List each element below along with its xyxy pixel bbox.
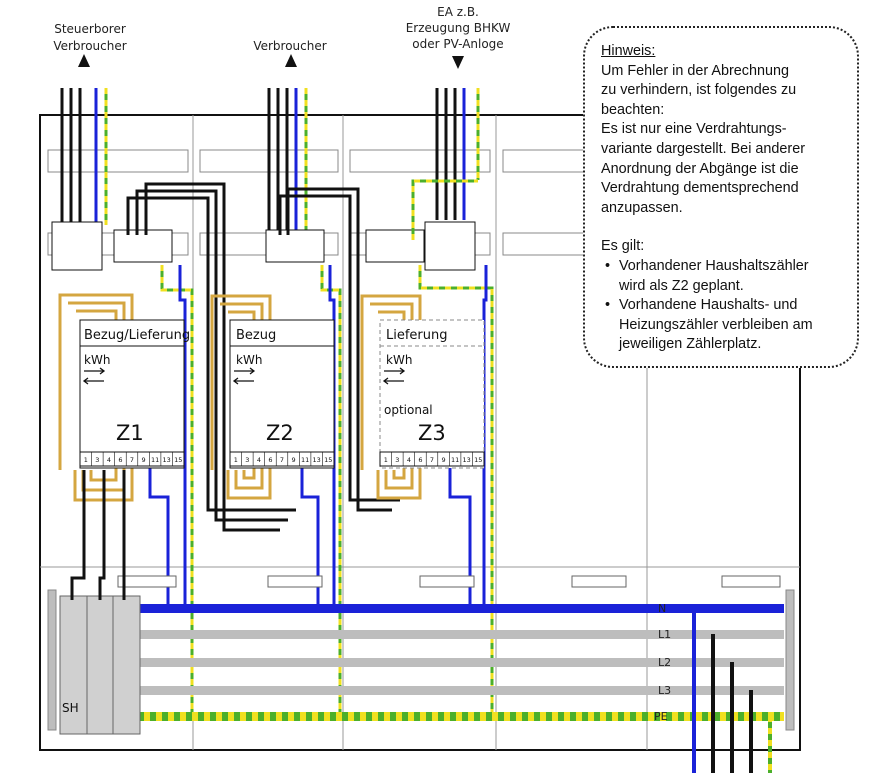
terminal-number: 15 (474, 456, 482, 464)
meter-z1: Bezug/Lieferung kWh Z1 (79, 319, 190, 469)
terminal-number: 6 (418, 456, 422, 464)
black-loop-wires (126, 182, 400, 532)
switch-label: SH (62, 701, 79, 715)
note-bullet-list: Vorhandener Haushaltszähler wird als Z2 … (601, 257, 843, 355)
feed-cables (60, 88, 480, 235)
meter-z2-unit: kWh (236, 353, 262, 367)
terminal-row-z3 (379, 451, 485, 467)
terminal-strips (117, 575, 781, 588)
circuit-breakers (51, 221, 476, 271)
note-paragraph-1: Um Fehler in der Abrechnung zu verhinder… (601, 62, 843, 121)
switch-feed-wires (70, 470, 126, 600)
label-steuerbarer-line2: Verbroucher (53, 39, 126, 53)
note-line: Vorhandener Haushaltszähler (619, 257, 809, 274)
busbar-label-l2: L2 (658, 656, 671, 669)
meter-z3-unit: kWh (386, 353, 412, 367)
note-title: Hinweis: (601, 43, 656, 59)
outgoing-cables (692, 606, 772, 773)
terminal-number: 9 (291, 456, 295, 464)
note-line: anzupassen. (601, 199, 683, 216)
note-line: Vorhandene Haushalts- und (619, 297, 798, 314)
terminal-number: 13 (163, 456, 171, 464)
note-line: variante dargestellt. Bei anderer (601, 140, 805, 157)
note-line: Es ist nur eine Verdrahtungs- (601, 121, 787, 138)
note-line: wird als Z2 geplant. (619, 277, 744, 294)
meter-z3-title: Lieferung (386, 328, 448, 343)
note-paragraph-2: Es ist nur eine Verdrahtungs- variante d… (601, 120, 843, 218)
busbar-label-n: N (658, 602, 666, 615)
meter-z3: Lieferung kWh optional Z3 (379, 319, 485, 469)
note-line: Verdrahtung dementsprechend (601, 180, 799, 197)
arrow-up-icon (78, 54, 297, 67)
terminal-number: 7 (130, 456, 134, 464)
terminal-row-z1 (79, 451, 185, 467)
label-ea-line3: oder PV-Anloge (412, 37, 503, 51)
meter-z1-unit: kWh (84, 353, 110, 367)
terminal-number: 11 (151, 456, 159, 464)
arrow-down-icon (452, 56, 464, 69)
busbars (136, 589, 795, 731)
terminal-number: 7 (280, 456, 284, 464)
meter-z2: Bezug kWh Z2 (229, 319, 335, 469)
terminal-number: 15 (174, 456, 182, 464)
terminal-number: 6 (268, 456, 272, 464)
terminal-number: 3 (395, 456, 399, 464)
note-line: Um Fehler in der Abrechnung (601, 62, 789, 79)
terminal-number: 9 (141, 456, 145, 464)
meter-z2-title: Bezug (236, 328, 276, 343)
terminal-number: 13 (463, 456, 471, 464)
note-line: zu verhindern, ist folgendes zu (601, 82, 797, 99)
label-verbraucher: Verbroucher (253, 39, 326, 53)
note-bullet-1: Vorhandener Haushaltszähler wird als Z2 … (605, 257, 843, 296)
terminal-number: 4 (257, 456, 261, 464)
terminal-blocks (113, 229, 425, 263)
busbar-label-l1: L1 (658, 628, 671, 641)
terminal-number: 13 (313, 456, 321, 464)
terminal-number: 7 (430, 456, 434, 464)
terminal-number: 9 (441, 456, 445, 464)
meter-z3-id: Z3 (418, 421, 446, 445)
terminal-number: 1 (234, 456, 238, 464)
meter-z1-id: Z1 (116, 421, 144, 445)
note-line: Heizungszähler verbleiben am (619, 316, 813, 333)
main-switch: SH (47, 589, 141, 735)
label-ea-line2: Erzeugung BHKW (406, 21, 511, 35)
label-steuerbarer-line1: Steuerborer (54, 22, 126, 36)
label-ea-line1: EA z.B. (437, 5, 479, 19)
terminal-number: 15 (324, 456, 332, 464)
terminal-number: 11 (301, 456, 309, 464)
terminal-number: 3 (95, 456, 99, 464)
meter-z3-optional: optional (384, 403, 433, 417)
terminal-number: 11 (451, 456, 459, 464)
meter-z2-id: Z2 (266, 421, 294, 445)
terminal-number: 6 (118, 456, 122, 464)
note-box: Hinweis: Um Fehler in der Abrechnung zu … (583, 26, 859, 368)
note-line: Anordnung der Abgänge ist die (601, 160, 799, 177)
energy-direction-icon (82, 367, 406, 385)
cabinet-frame (39, 114, 801, 751)
terminal-number: 4 (107, 456, 111, 464)
busbar-label-l3: L3 (658, 684, 671, 697)
busbar-label-pe: PE (654, 710, 668, 723)
terminal-number: 1 (84, 456, 88, 464)
terminal-number: 1 (384, 456, 388, 464)
note-bullet-2: Vorhandene Haushalts- und Heizungszähler… (605, 296, 843, 355)
note-paragraph-3: Es gilt: (601, 238, 645, 255)
terminal-number: 4 (407, 456, 411, 464)
terminal-number: 3 (245, 456, 249, 464)
note-line: beachten: (601, 101, 665, 118)
terminal-row-z2 (229, 451, 335, 467)
note-line: jeweiligen Zählerplatz. (619, 336, 762, 353)
meter-z1-title: Bezug/Lieferung (84, 328, 190, 343)
